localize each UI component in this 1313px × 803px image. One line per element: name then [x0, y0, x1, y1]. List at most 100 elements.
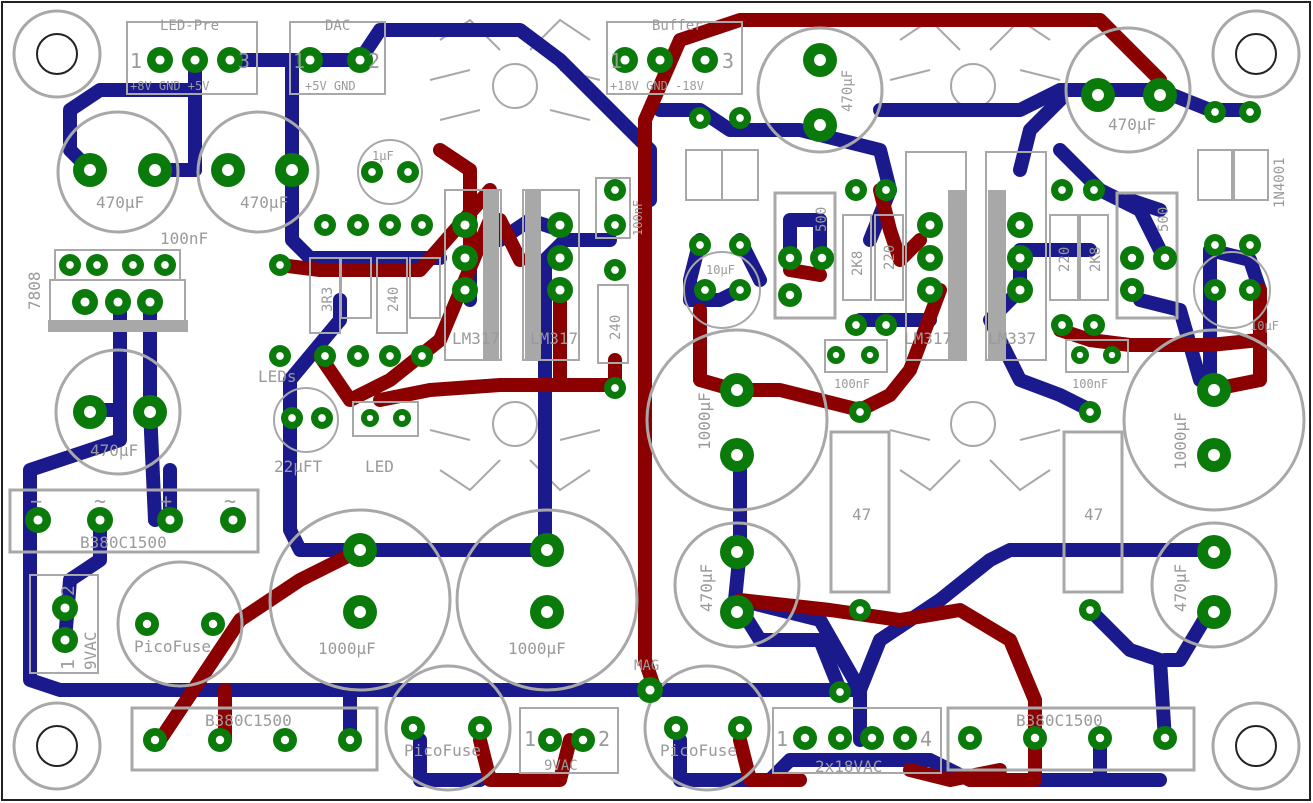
label-bridge-bottom: B380C1500	[205, 711, 292, 730]
res-47b	[1062, 430, 1124, 594]
bridge-right	[946, 706, 1196, 772]
pad-hole	[368, 168, 376, 176]
connector-9vac	[519, 707, 619, 774]
label-c470-top-mid: 470µF	[840, 70, 856, 112]
pad-hole	[60, 603, 70, 613]
pad-hole	[1208, 449, 1220, 461]
pad-hole	[731, 449, 743, 461]
label-c1u: 1µF	[372, 149, 394, 163]
label-bridge-right: B380C1500	[1016, 711, 1103, 730]
cap-470-r1	[673, 521, 801, 649]
pad-hole	[867, 733, 877, 743]
pad-hole	[33, 515, 43, 525]
pad-hole	[925, 253, 935, 263]
pad-hole	[321, 221, 329, 229]
pad-hole	[925, 220, 935, 230]
pad-hole	[80, 297, 90, 307]
pad-hole	[355, 55, 365, 65]
pad-hole	[190, 55, 200, 65]
pad-hole	[228, 515, 238, 525]
pad-hole	[882, 321, 890, 329]
pad-hole	[1127, 253, 1137, 263]
pad-hole	[1015, 220, 1025, 230]
pad-hole	[736, 241, 744, 249]
label-c100n-r2: 100nF	[1072, 377, 1108, 391]
picofuse-b1-outline	[384, 664, 512, 792]
label-leds: LEDs	[258, 367, 297, 386]
pad-hole	[701, 286, 709, 294]
label-500a: 500	[814, 207, 830, 232]
label-c100n-mid: 100nF	[631, 200, 645, 236]
label-bridge-left: B380C1500	[80, 533, 167, 552]
label-dac-pin2: 2	[368, 49, 380, 73]
label-c100n-r1: 100nF	[834, 377, 870, 391]
pad-hole	[215, 735, 225, 745]
cap-470-tl1	[56, 110, 180, 234]
cap-470-r2	[1150, 521, 1278, 649]
pad-hole	[1015, 253, 1025, 263]
pad-hole	[731, 606, 743, 618]
pad-hole	[386, 221, 394, 229]
cap-1000c	[645, 328, 829, 512]
pad-hole	[345, 735, 355, 745]
pad-hole	[354, 544, 366, 556]
label-c1000a: 1000µF	[318, 639, 376, 658]
pad-hole	[611, 384, 619, 392]
label-buffer-pin3: 3	[722, 49, 734, 73]
label-9vac: 9VAC	[544, 758, 578, 774]
label-2k8a: 2K8	[850, 251, 866, 276]
cap-470-tl2	[196, 110, 320, 234]
pad-hole	[222, 164, 234, 176]
pad-hole	[113, 297, 123, 307]
label-led-pre: LED-Pre	[160, 18, 219, 34]
bridge-marks: − ~ + ~	[30, 489, 236, 513]
pad-hole	[149, 164, 161, 176]
pad-hole	[735, 723, 745, 733]
label-buffer-pins: +18V GND -18V	[610, 79, 704, 93]
label-left-9vac-pin1: 1	[58, 659, 79, 670]
cap-22u	[273, 387, 339, 453]
pad-hole	[645, 685, 655, 695]
pad-hole	[460, 253, 470, 263]
label-left-9vac: 9VAC	[81, 631, 100, 670]
pads	[25, 43, 1261, 752]
silkscreen-outlines	[8, 21, 1306, 792]
label-7808: 7808	[25, 271, 44, 310]
pad-hole	[354, 221, 362, 229]
pad-hole	[1154, 89, 1166, 101]
label-220a: 220	[882, 245, 898, 270]
pad-hole	[578, 735, 588, 745]
pad-hole	[736, 286, 744, 294]
mark-tilde: ~	[94, 489, 106, 513]
pad-hole	[142, 619, 152, 629]
lm317a-outline	[444, 189, 502, 361]
label-c1000b: 1000µF	[508, 639, 566, 658]
label-c470-r2: 470µF	[1171, 564, 1190, 612]
pad-hole	[1127, 285, 1137, 295]
label-240a: 240	[386, 287, 402, 312]
label-picofuse-b1: PicoFuse	[404, 741, 481, 760]
pad-hole	[418, 221, 426, 229]
label-240b: 240	[608, 315, 624, 340]
cap-10u-b	[1193, 251, 1271, 329]
label-dac-pins: +5V GND	[305, 79, 356, 93]
label-lm317a: LM317	[452, 329, 500, 348]
cap-470-left	[54, 348, 182, 476]
res-240a	[376, 257, 408, 334]
label-47a: 47	[852, 505, 871, 524]
pad-hole	[541, 544, 553, 556]
pad-hole	[852, 321, 860, 329]
pad-hole	[84, 164, 96, 176]
pad-hole	[60, 635, 70, 645]
pad-hole	[1076, 351, 1084, 359]
pad-hole	[1058, 186, 1066, 194]
cap-1000a	[268, 508, 452, 692]
pad-hole	[900, 733, 910, 743]
label-buffer-pin1: 1	[610, 49, 622, 73]
label-led-pre-pin3: 3	[238, 49, 250, 73]
pad-hole	[965, 733, 975, 743]
pad-hole	[276, 352, 284, 360]
pad-hole	[731, 546, 743, 558]
